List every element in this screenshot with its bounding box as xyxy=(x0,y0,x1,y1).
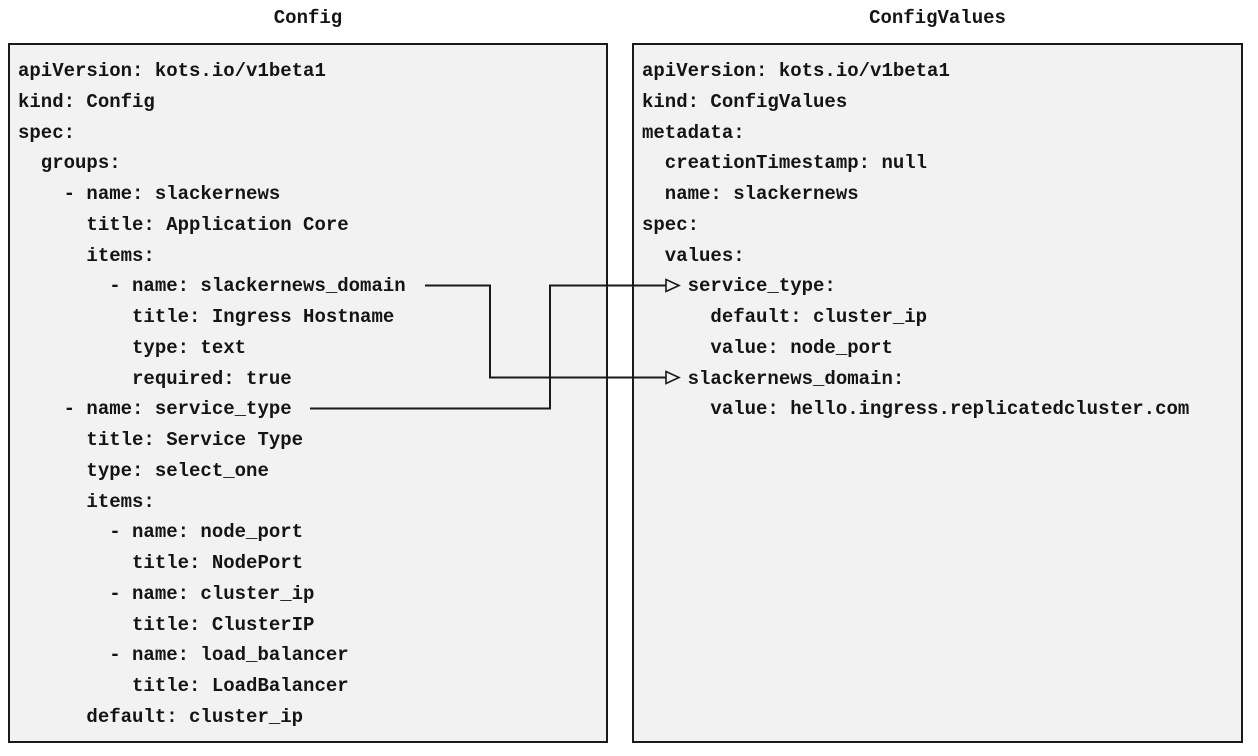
config-yaml-code: apiVersion: kots.io/v1beta1 kind: Config… xyxy=(18,60,406,728)
configvalues-panel: apiVersion: kots.io/v1beta1 kind: Config… xyxy=(632,43,1243,743)
config-panel-title: Config xyxy=(273,7,343,29)
configvalues-yaml-code: apiVersion: kots.io/v1beta1 kind: Config… xyxy=(642,60,1190,421)
config-panel: apiVersion: kots.io/v1beta1 kind: Config… xyxy=(8,43,608,743)
configvalues-panel-title: ConfigValues xyxy=(869,7,1006,29)
